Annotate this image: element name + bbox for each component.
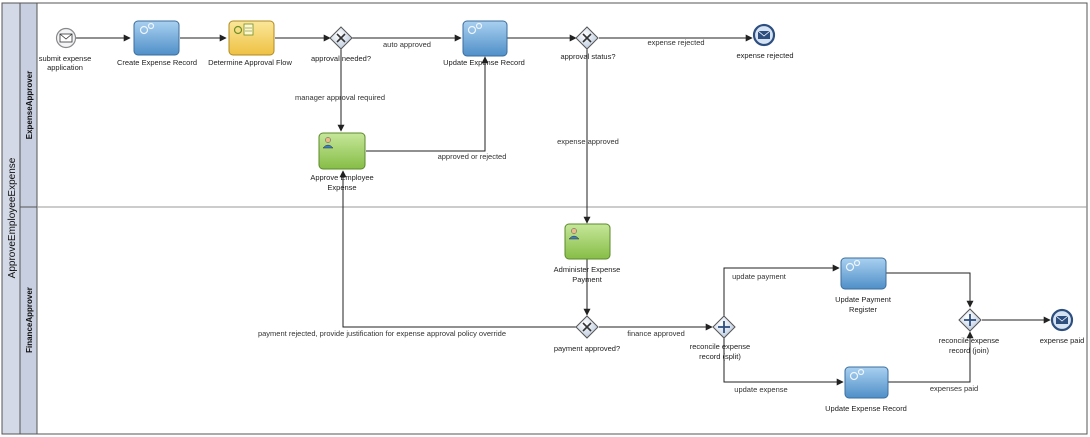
create-expense-record-task[interactable] [133, 20, 180, 56]
flow-label-expense-approved: expense approved [557, 137, 619, 146]
expense-rejected-label: expense rejected [736, 51, 793, 60]
envelope-icon [757, 30, 771, 39]
gear-icon [467, 22, 483, 35]
update-expense-record-task-1[interactable] [462, 20, 508, 57]
reconcile-join-gateway[interactable] [958, 308, 982, 332]
flow-expenses-paid[interactable] [888, 331, 974, 383]
expense-rejected-end-event[interactable] [752, 23, 776, 47]
determine-approval-flow-label: Determine Approval Flow [208, 58, 292, 67]
approval-status-gateway[interactable] [575, 26, 599, 50]
start-event-label-2: application [47, 63, 83, 72]
flow-label-update-payment: update payment [732, 272, 787, 281]
parallel-plus-icon [718, 321, 730, 333]
payment-approved-label: payment approved? [554, 344, 620, 353]
flow-approved-or-rejected[interactable] [366, 56, 489, 152]
exclusive-x-icon [582, 33, 592, 43]
flow-label-expense-rejected: expense rejected [647, 38, 704, 47]
pool-label: ApproveEmployeeExpense [7, 157, 18, 278]
lane-label-expense-approver: ExpenseApprover [25, 71, 34, 139]
approval-needed-gateway[interactable] [329, 26, 353, 50]
administer-expense-payment-task[interactable] [564, 223, 611, 260]
create-expense-record-label: Create Expense Record [117, 58, 197, 67]
approval-status-label: approval status? [560, 52, 615, 61]
flow-label-approved-or-rejected: approved or rejected [438, 152, 507, 161]
exclusive-x-icon [336, 33, 346, 43]
flow-label-auto-approved: auto approved [383, 40, 431, 49]
reconcile-split-label-1: reconcile expense [690, 342, 750, 351]
gear-icon [139, 22, 155, 35]
flow-label-payment-rejected: payment rejected, provide justification … [258, 329, 506, 338]
reconcile-split-gateway[interactable] [712, 315, 736, 339]
update-expense-record-task-2[interactable] [844, 366, 889, 399]
approve-employee-expense-task[interactable] [318, 132, 366, 170]
update-payment-register-label-1: Update Payment [835, 295, 892, 304]
administer-task-label-2: Payment [572, 275, 603, 284]
user-icon [568, 228, 580, 240]
rule-gear-icon [233, 23, 254, 36]
envelope-icon [59, 33, 73, 43]
flow-label-update-expense: update expense [734, 385, 787, 394]
user-icon [322, 137, 334, 149]
approval-needed-label: approval needed? [311, 54, 371, 63]
update-expense-record-label-1: Update Expense Record [443, 58, 525, 67]
approve-task-label-2: Expense [327, 183, 356, 192]
flow-update-payment[interactable] [723, 264, 840, 316]
gear-icon [845, 259, 861, 272]
reconcile-join-label-1: reconcile expense [939, 336, 999, 345]
lane-label-finance-approver: FinanceApprover [25, 287, 34, 353]
flow-register-to-join[interactable] [886, 272, 974, 308]
start-event[interactable] [55, 27, 77, 49]
reconcile-split-label-2: record (split) [699, 352, 741, 361]
update-payment-register-label-2: Register [849, 305, 877, 314]
start-event-label-1: submit expense [39, 54, 92, 63]
gear-icon [849, 368, 865, 381]
exclusive-x-icon [582, 322, 592, 332]
flow-payment-rejected[interactable] [339, 170, 576, 328]
lane-header-finance-approver[interactable] [19, 206, 38, 435]
expense-paid-end-event[interactable] [1050, 308, 1074, 332]
payment-approved-gateway[interactable] [575, 315, 599, 339]
flow-update-expense[interactable] [723, 338, 844, 386]
expense-paid-label: expense paid [1040, 336, 1085, 345]
administer-task-label-1: Administer Expense [554, 265, 621, 274]
determine-approval-flow-task[interactable] [228, 20, 275, 56]
update-payment-register-task[interactable] [840, 257, 887, 290]
reconcile-join-label-2: record (join) [949, 346, 990, 355]
update-expense-record-label-2: Update Expense Record [825, 404, 907, 413]
flow-label-manager-approval: manager approval required [295, 93, 385, 102]
envelope-icon [1055, 315, 1069, 324]
flow-label-finance-approved: finance approved [627, 329, 685, 338]
parallel-plus-icon [964, 314, 976, 326]
approve-task-label-1: Approve Employee [310, 173, 373, 182]
flow-label-expenses-paid: expenses paid [930, 384, 978, 393]
